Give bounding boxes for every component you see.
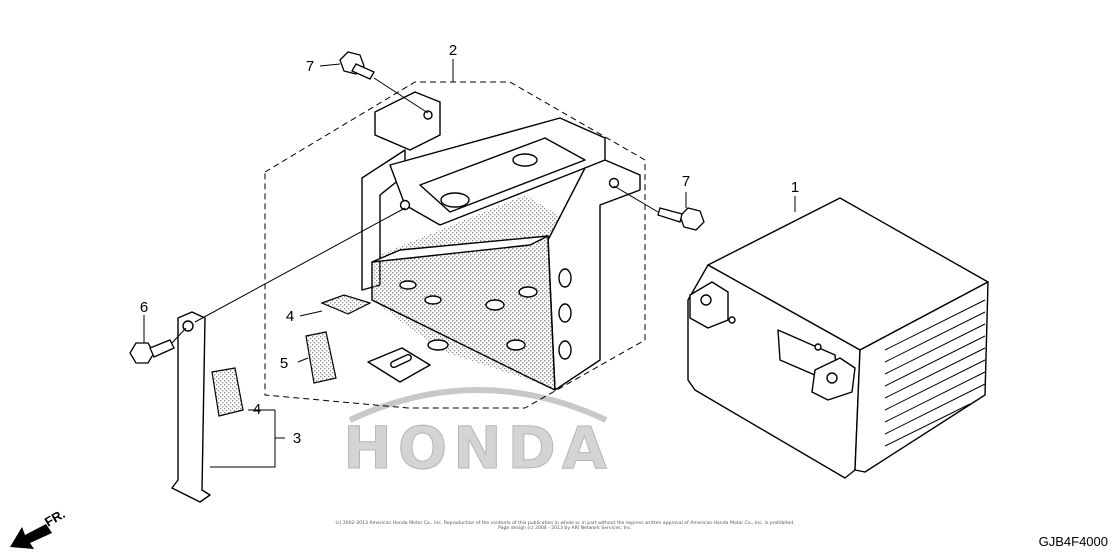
callout-5: 5 — [280, 355, 288, 372]
bolt-6 — [129, 339, 175, 364]
callout-7-upper: 7 — [306, 58, 314, 75]
battery-box-bracket — [361, 91, 641, 391]
diagram-code: GJB4F4000 — [1038, 534, 1108, 549]
bolt-7-upper — [339, 51, 375, 80]
callout-4-upper: 4 — [286, 308, 294, 325]
callout-6: 6 — [140, 299, 148, 316]
cushion-upper — [320, 294, 372, 315]
honda-watermark: HONDA — [343, 387, 612, 483]
bolt-7-right — [657, 207, 705, 231]
front-direction-arrow: FR. — [10, 506, 68, 549]
copyright-line-1: (c) 2002-2013 American Honda Motor Co., … — [335, 521, 795, 526]
battery-band — [171, 311, 211, 503]
copyright-line-2: Page design (c) 2004 - 2013 by ARI Netwo… — [498, 526, 632, 532]
cushion-5 — [305, 331, 337, 384]
svg-text:HONDA: HONDA — [343, 414, 612, 482]
assembly-group-outline — [264, 81, 646, 409]
callout-4-lower: 4 — [253, 401, 261, 418]
copyright-notice: (c) 2002-2013 American Honda Motor Co., … — [310, 521, 820, 532]
callout-7-right: 7 — [682, 173, 690, 190]
callout-1: 1 — [791, 179, 799, 196]
callout-3: 3 — [293, 430, 301, 447]
battery — [687, 197, 989, 479]
callout-2: 2 — [449, 42, 457, 59]
leader-lines — [143, 59, 796, 468]
cushion-lower — [211, 367, 244, 417]
